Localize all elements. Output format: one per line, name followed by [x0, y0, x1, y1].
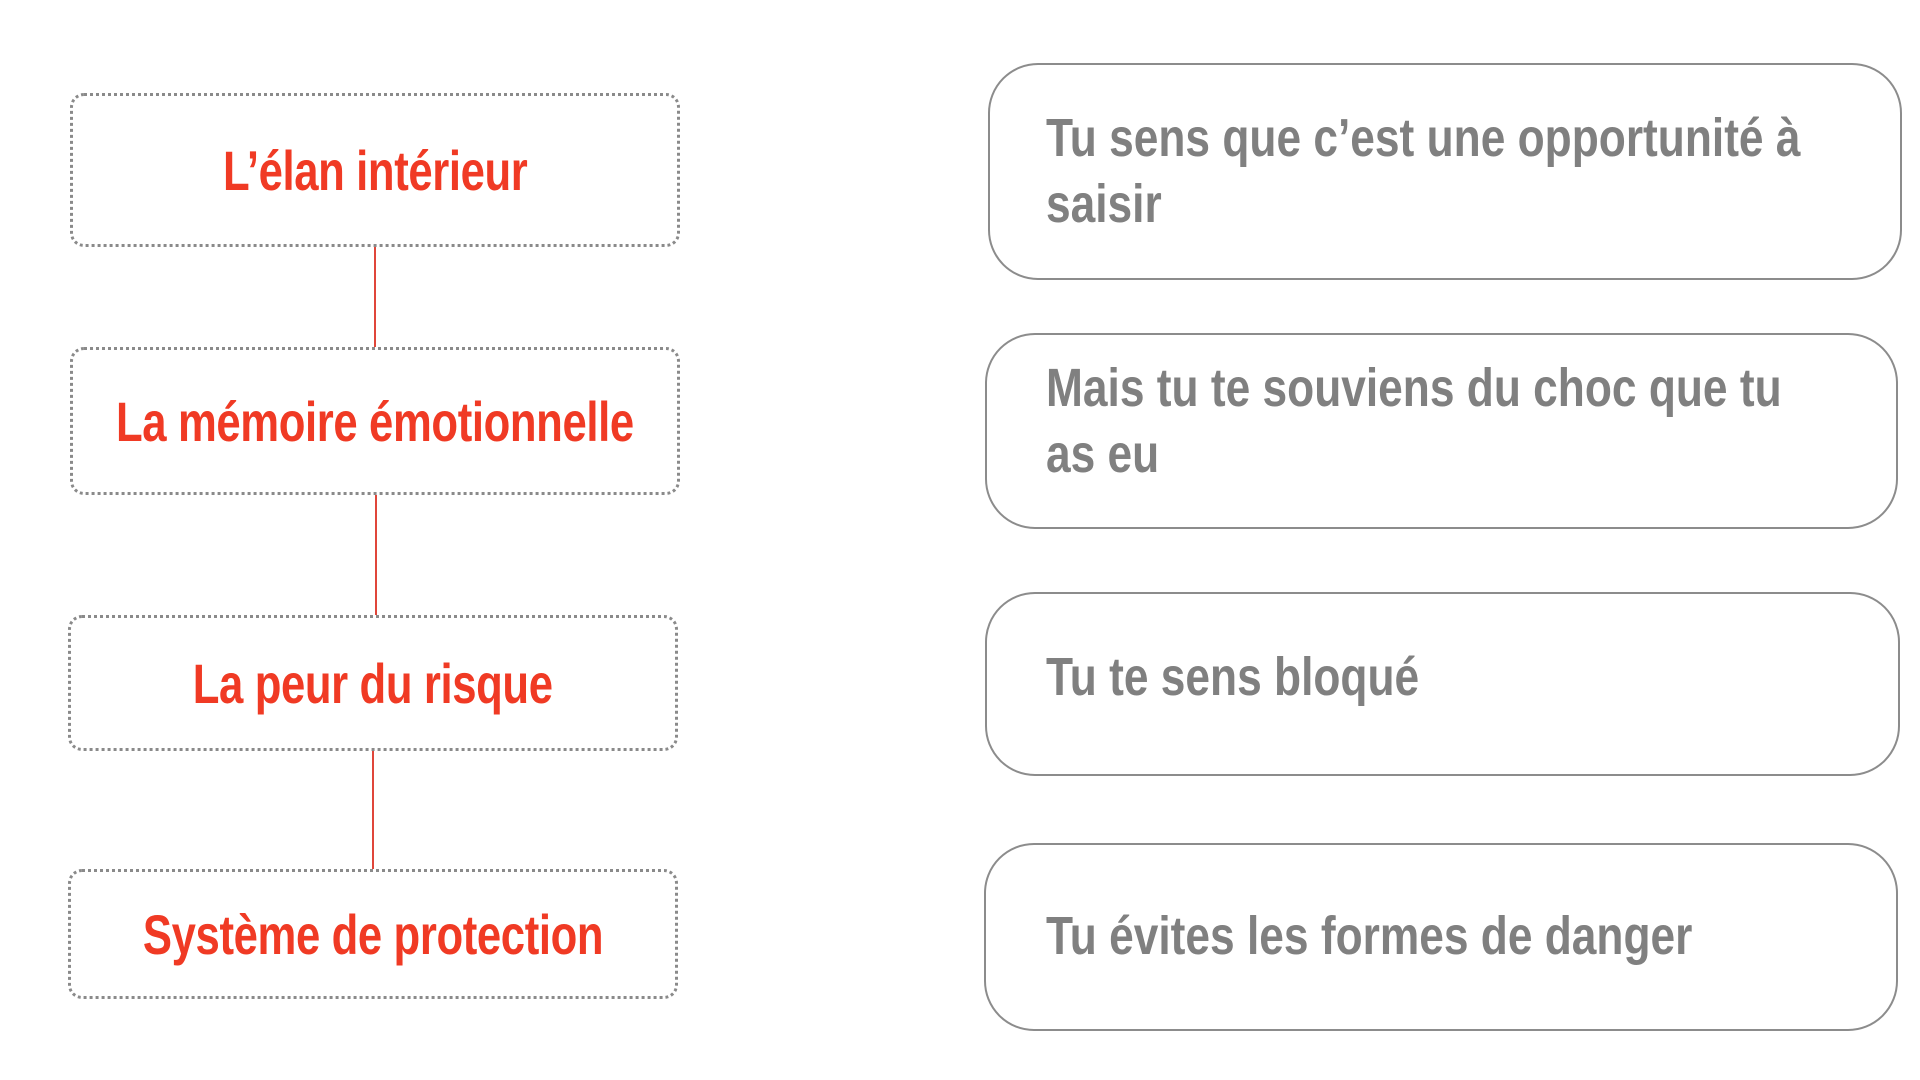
- step-box-protection: Système de protection: [68, 869, 678, 999]
- step-label-protection: Système de protection: [142, 902, 604, 966]
- step-box-peur: La peur du risque: [68, 615, 678, 751]
- statement-text-opportunite: Tu sens que c’est une opportunité à sais…: [1046, 108, 1801, 234]
- step-box-elan: L’élan intérieur: [70, 93, 680, 247]
- step-label-memoire: La mémoire émotionnelle: [116, 389, 634, 453]
- statement-box-danger: Tu évites les formes de danger: [984, 843, 1898, 1031]
- statement-box-bloque: Tu te sens bloqué: [985, 592, 1900, 776]
- statement-box-souvenir: Mais tu te souviens du choc que tu as eu: [985, 333, 1898, 529]
- statement-text-bloque: Tu te sens bloqué: [1046, 647, 1420, 707]
- statement-text-danger: Tu évites les formes de danger: [1046, 906, 1693, 966]
- connector-line-1: [374, 247, 376, 347]
- statement-text-souvenir: Mais tu te souviens du choc que tu as eu: [1046, 358, 1782, 484]
- connector-line-3: [372, 751, 374, 869]
- step-label-peur: La peur du risque: [193, 651, 553, 715]
- connector-line-2: [375, 495, 377, 615]
- statement-box-opportunite: Tu sens que c’est une opportunité à sais…: [988, 63, 1902, 280]
- step-box-memoire: La mémoire émotionnelle: [70, 347, 680, 495]
- step-label-elan: L’élan intérieur: [222, 138, 528, 202]
